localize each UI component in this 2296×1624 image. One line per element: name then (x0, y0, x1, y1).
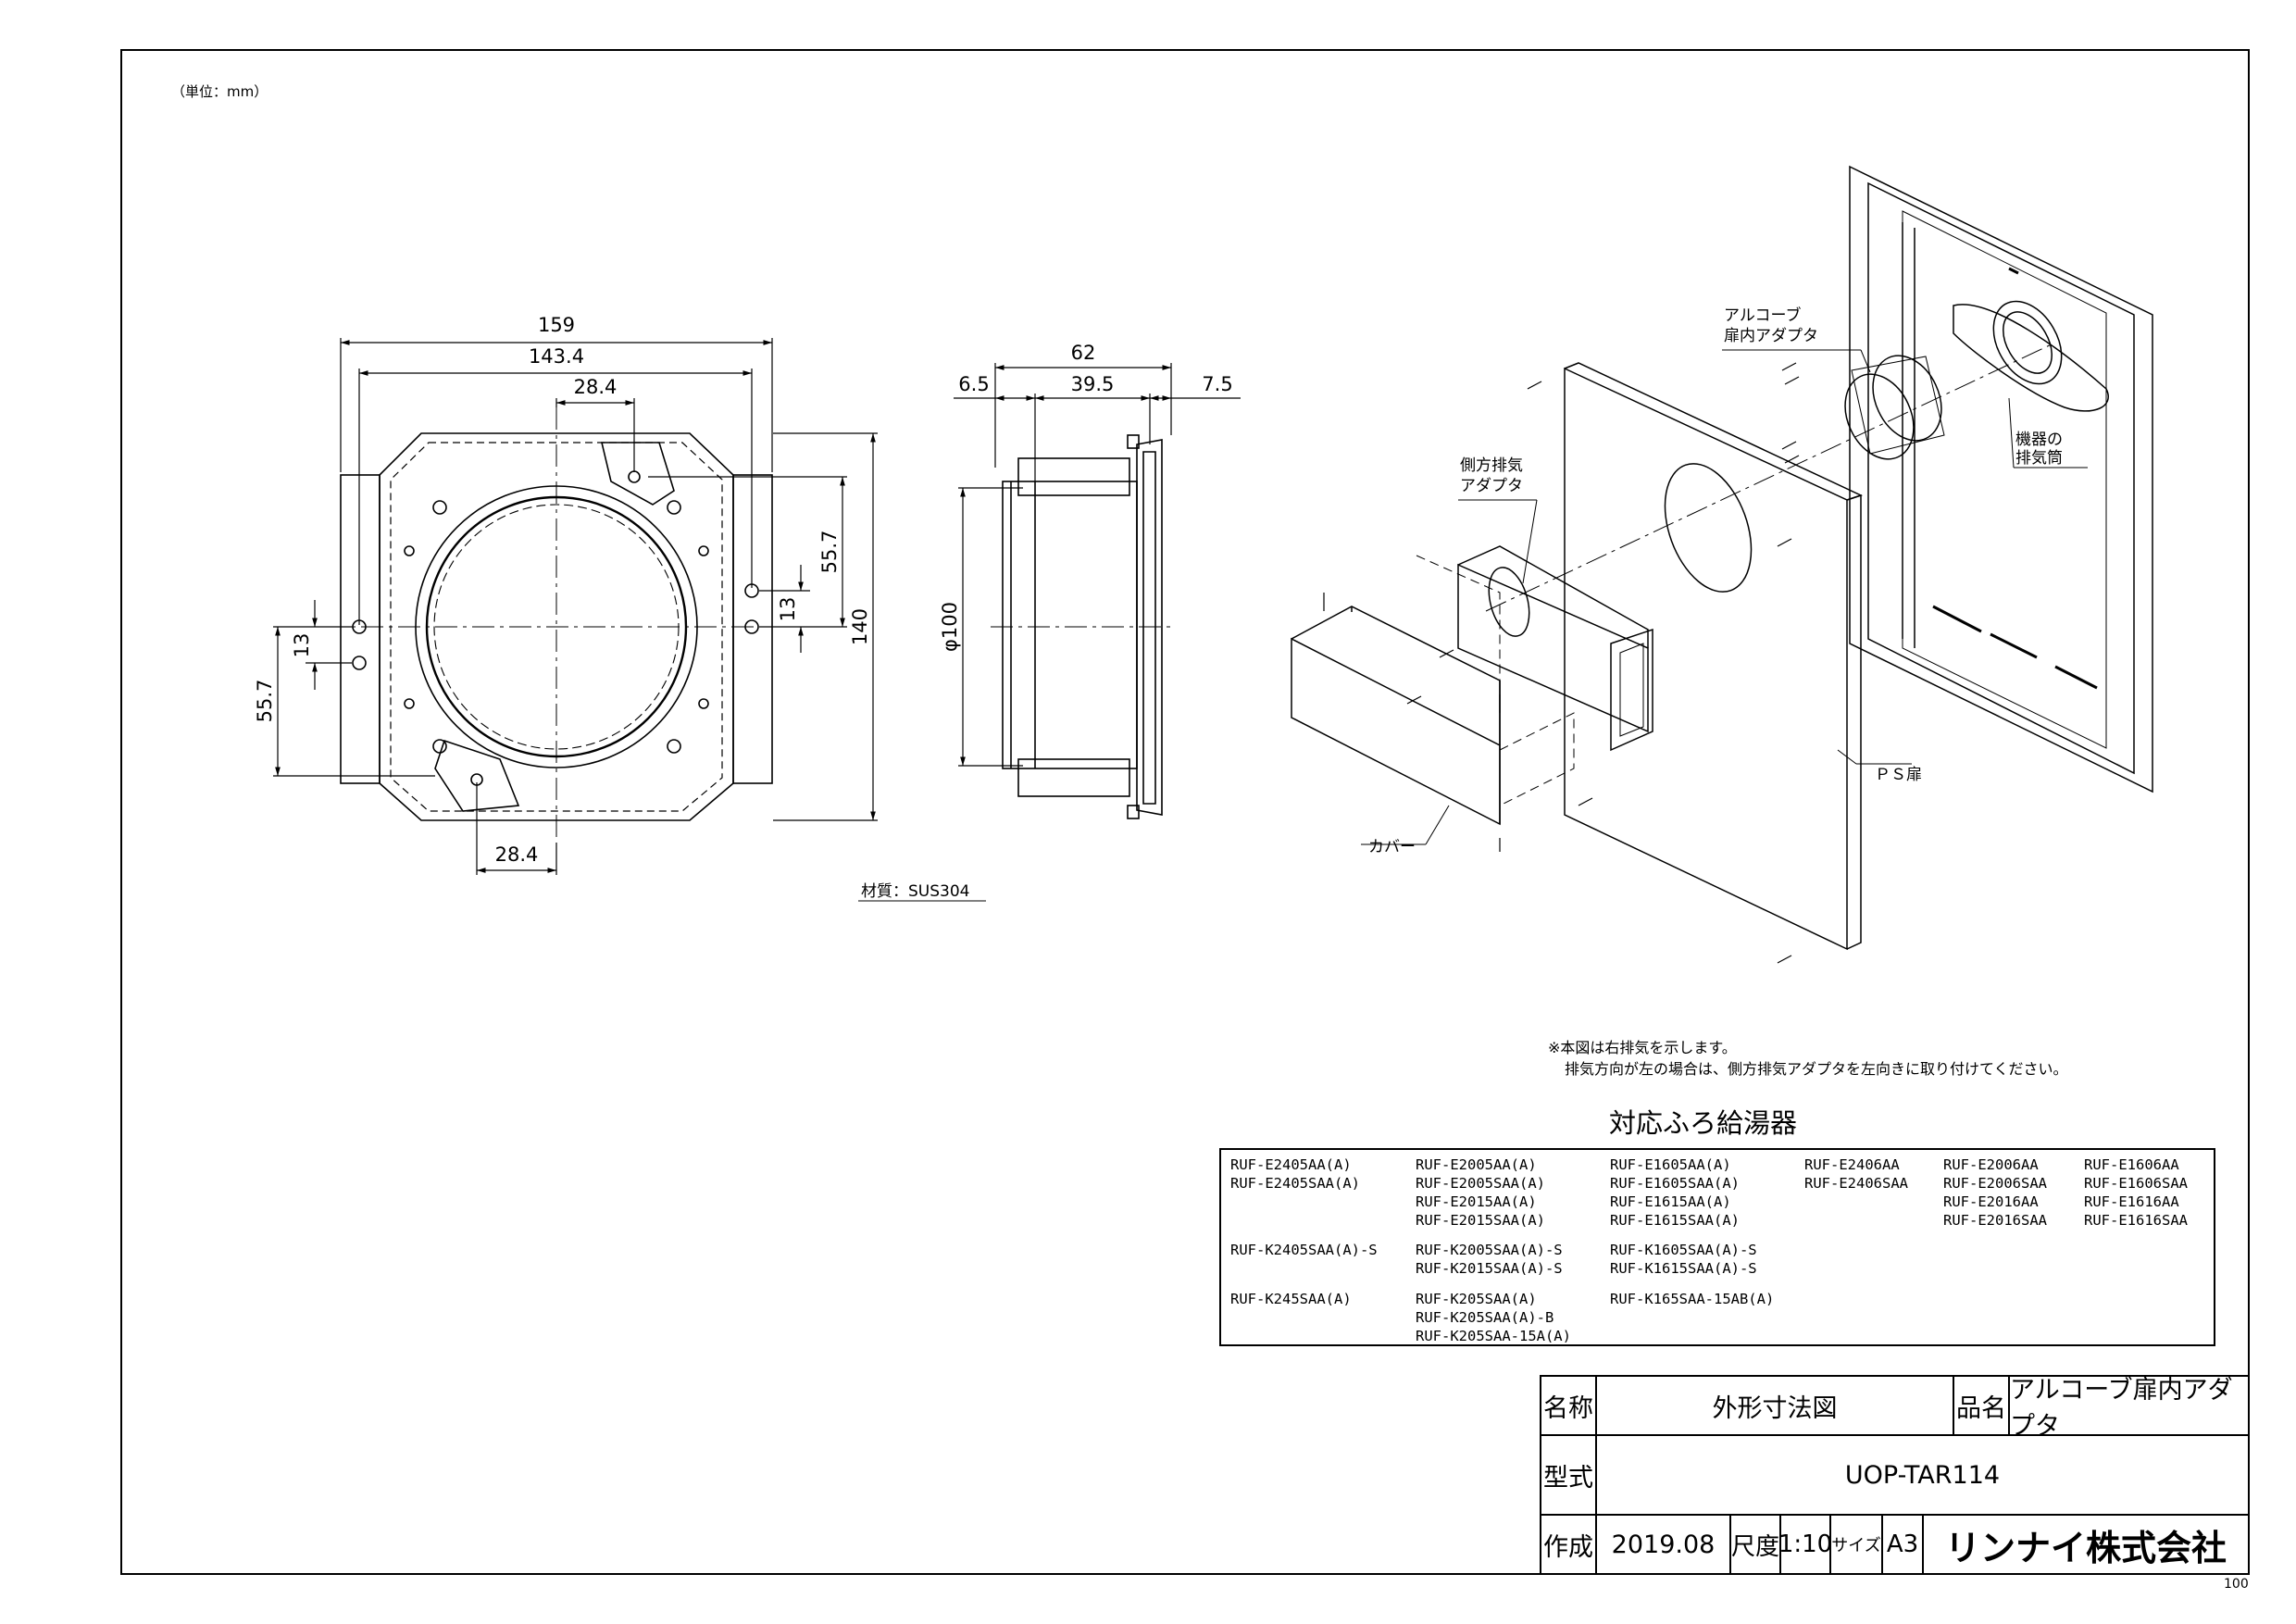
model-item: RUF-E1615AA(A) (1610, 1193, 1731, 1210)
label-alcove-adapter-2: 扉内アダプタ (1724, 327, 1818, 345)
model-item: RUF-K1605SAA(A)-S (1610, 1242, 1757, 1258)
product-label: 品名 (1953, 1375, 2010, 1436)
model-item: RUF-K2015SAA(A)-S (1416, 1260, 1563, 1277)
label-exhaust-pipe-1: 機器の (2015, 431, 2063, 449)
dim-total-height: 140 (849, 608, 871, 645)
model-item: RUF-K245SAA(A) (1230, 1291, 1352, 1307)
name-label: 名称 (1540, 1375, 1597, 1436)
dim-left-height: 55.7 (254, 680, 276, 723)
model-item: RUF-K165SAA-15AB(A) (1610, 1291, 1775, 1307)
size-value: A3 (1881, 1514, 1924, 1575)
model-item: RUF-E1606SAA (2084, 1175, 2188, 1192)
dim-diameter: φ100 (939, 602, 961, 652)
label-side-exhaust-1: 側方排気 (1460, 456, 1523, 475)
dim-mid: 39.5 (1071, 373, 1115, 395)
front-view (324, 407, 796, 843)
model-item: RUF-E2405AA(A) (1230, 1156, 1352, 1173)
dim-bottom-offset: 28.4 (495, 843, 539, 866)
model-value: UOP-TAR114 (1595, 1434, 2250, 1516)
scale-value: 1:10 (1778, 1514, 1832, 1575)
model-item: RUF-E1605SAA(A) (1610, 1175, 1740, 1192)
label-exhaust-pipe-2: 排気筒 (2015, 449, 2063, 468)
model-column: RUF-E1606AA RUF-E1606SAA RUF-E1616AA RUF… (2084, 1156, 2188, 1230)
model-column: RUF-E2005AA(A) RUF-E2005SAA(A) RUF-E2015… (1416, 1156, 1571, 1345)
side-view-dimensions (954, 363, 1241, 767)
model-column: RUF-E2406AA RUF-E2406SAA (1804, 1156, 1908, 1193)
note-2: 排気方向が左の場合は、側方排気アダプタを左向きに取り付けてください。 (1565, 1060, 2068, 1078)
model-label: 型式 (1540, 1434, 1597, 1516)
model-item: RUF-E2016AA (1943, 1193, 2039, 1210)
model-item: RUF-E1616AA (2084, 1193, 2179, 1210)
dim-left-gap: 13 (291, 633, 313, 658)
front-view-dimensions (273, 338, 878, 875)
model-item: RUF-E2006AA (1943, 1156, 2039, 1173)
model-item: RUF-E2005SAA(A) (1416, 1175, 1545, 1192)
model-item: RUF-E1616SAA (2084, 1212, 2188, 1229)
model-item: RUF-E2015SAA(A) (1416, 1212, 1545, 1229)
label-ps-door: ＰＳ扉 (1875, 766, 1922, 784)
compatible-models-table: RUF-E2405AA(A) RUF-E2405SAA(A) RUF-K2405… (1219, 1148, 2215, 1346)
product-value: アルコーブ扉内アダプタ (2008, 1375, 2250, 1441)
dim-right-gap: 13 (777, 597, 799, 622)
note-1: ※本図は右排気を示します。 (1548, 1039, 1737, 1056)
model-item: RUF-K205SAA(A)-B (1416, 1309, 1554, 1326)
model-item: RUF-E2016SAA (1943, 1212, 2047, 1229)
material-note: 材質：SUS304 (861, 882, 970, 901)
size-label: サイズ (1829, 1514, 1883, 1575)
model-column: RUF-E2405AA(A) RUF-E2405SAA(A) RUF-K2405… (1230, 1156, 1378, 1308)
dim-left: 6.5 (958, 373, 989, 395)
model-item: RUF-K2405SAA(A)-S (1230, 1242, 1378, 1258)
unit-note: （単位：mm） (171, 83, 268, 100)
label-side-exhaust-2: アダプタ (1460, 477, 1523, 495)
isometric-view (1291, 165, 2153, 964)
model-column: RUF-E1605AA(A) RUF-E1605SAA(A) RUF-E1615… (1610, 1156, 1774, 1308)
front-view-dim-labels: 159 143.4 28.4 28.4 55.7 13 140 13 55.7 (254, 314, 871, 866)
model-item: RUF-K205SAA-15A(A) (1416, 1328, 1571, 1344)
created-label: 作成 (1540, 1514, 1597, 1575)
dim-width-inner: 143.4 (529, 345, 584, 368)
model-item: RUF-E2406SAA (1804, 1175, 1908, 1192)
model-item: RUF-K1615SAA(A)-S (1610, 1260, 1757, 1277)
scale-label: 尺度 (1729, 1514, 1781, 1575)
model-item: RUF-E2405SAA(A) (1230, 1175, 1360, 1192)
label-alcove-adapter-1: アルコーブ (1724, 306, 1801, 325)
model-item: RUF-E1605AA(A) (1610, 1156, 1731, 1173)
model-item: RUF-E2015AA(A) (1416, 1193, 1537, 1210)
side-view (991, 434, 1176, 819)
dim-width-outer: 159 (538, 314, 575, 336)
corner-number: 100 (2224, 1577, 2249, 1592)
model-item: RUF-E2006SAA (1943, 1175, 2047, 1192)
compatible-title: 対応ふろ給湯器 (1609, 1107, 1798, 1139)
side-view-dim-labels: 62 6.5 39.5 7.5 φ100 (939, 342, 1233, 652)
model-column: RUF-E2006AA RUF-E2006SAA RUF-E2016AA RUF… (1943, 1156, 2047, 1230)
dim-right: 7.5 (1202, 373, 1232, 395)
company-name: リンナイ株式会社 (1922, 1514, 2250, 1575)
drawing-frame (120, 49, 2250, 1575)
dim-depth: 62 (1071, 342, 1096, 364)
model-item: RUF-E2406AA (1804, 1156, 1900, 1173)
model-item: RUF-K205SAA(A) (1416, 1291, 1537, 1307)
dim-right-height: 55.7 (818, 531, 841, 574)
created-value: 2019.08 (1595, 1514, 1731, 1575)
label-cover: カバー (1368, 838, 1416, 856)
name-value: 外形寸法図 (1595, 1375, 1954, 1436)
isometric-labels: アルコーブ 扉内アダプタ 側方排気 アダプタ 機器の 排気筒 ＰＳ扉 カバー (1368, 306, 2063, 856)
title-block: 名称 外形寸法図 品名 アルコーブ扉内アダプタ 型式 UOP-TAR114 作成… (1540, 1375, 2250, 1575)
dim-top-offset: 28.4 (574, 376, 618, 398)
model-item: RUF-E2005AA(A) (1416, 1156, 1537, 1173)
model-item: RUF-E1606AA (2084, 1156, 2179, 1173)
model-item: RUF-E1615SAA(A) (1610, 1212, 1740, 1229)
model-item: RUF-K2005SAA(A)-S (1416, 1242, 1563, 1258)
